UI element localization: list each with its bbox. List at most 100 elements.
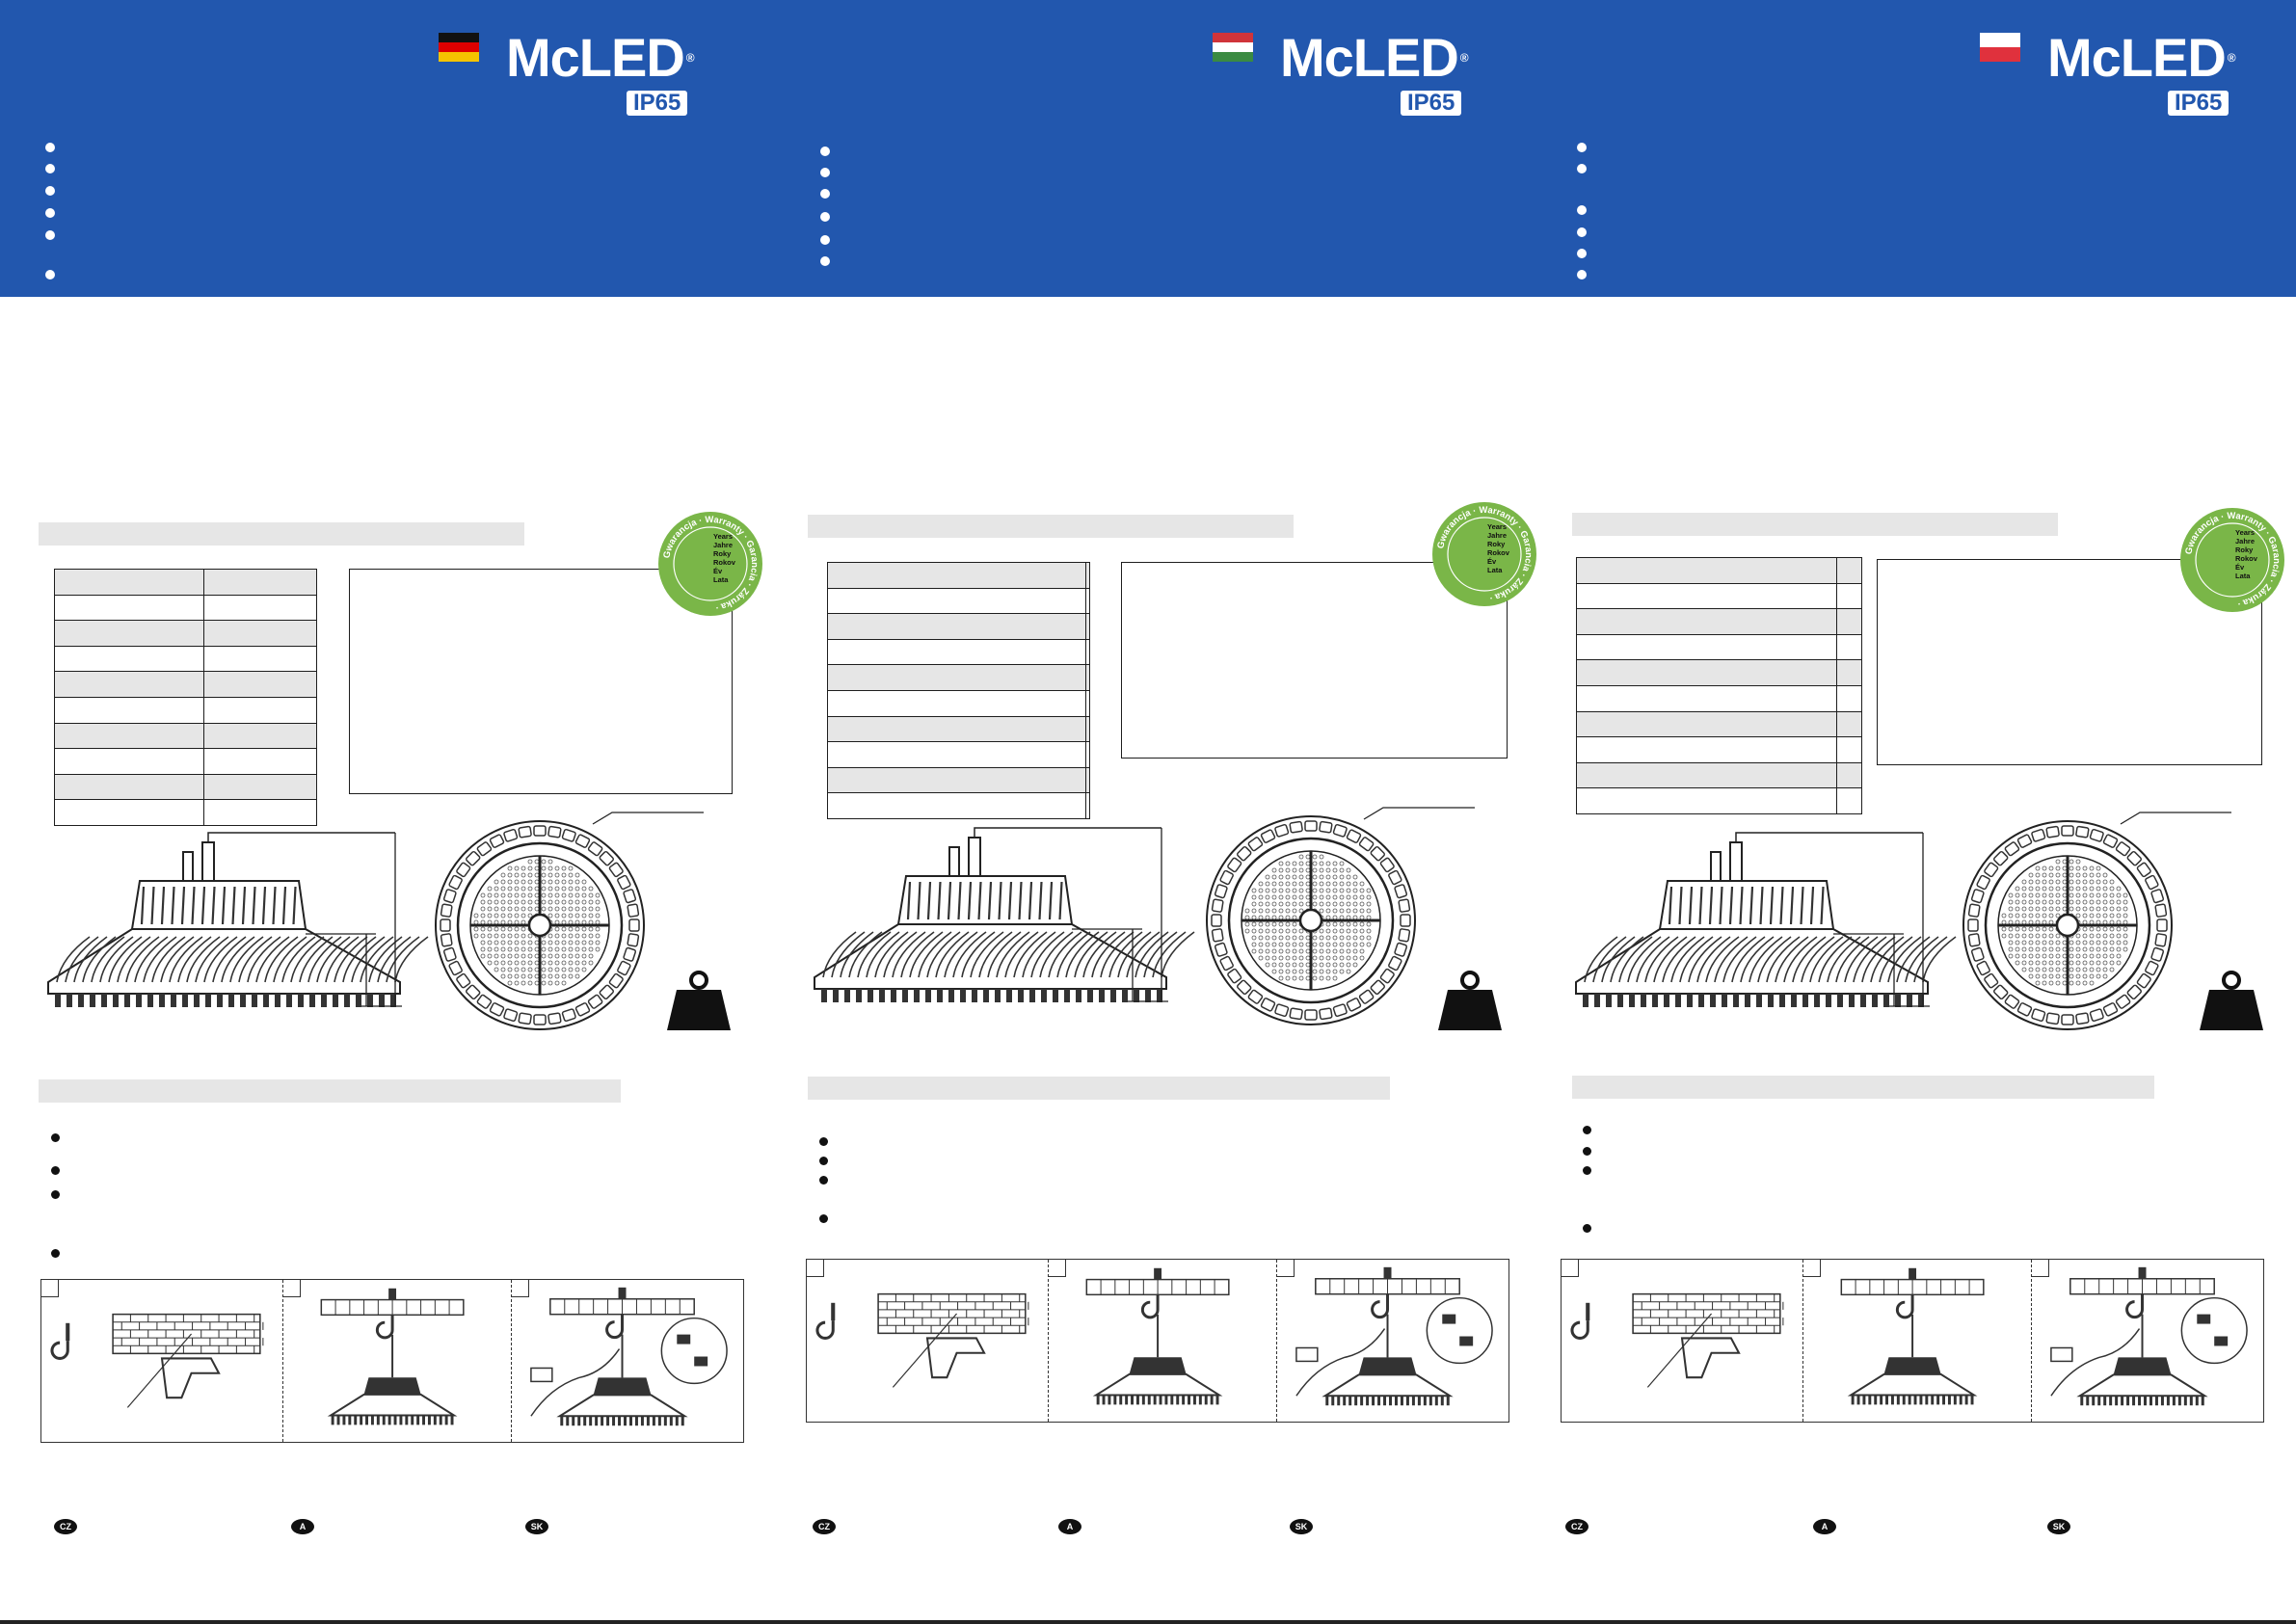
country-code-badge: A [1058, 1519, 1081, 1534]
step-number-box [1803, 1260, 1821, 1277]
spec-value-cell [203, 696, 317, 724]
spec-label-cell [1576, 710, 1837, 738]
country-code-badge: A [1813, 1519, 1836, 1534]
spec-row [54, 645, 317, 673]
spec-table [1576, 557, 1862, 814]
spec-value-cell [1085, 792, 1090, 819]
connector-icon [1295, 1346, 1319, 1363]
years-label: Roky [713, 549, 732, 558]
weight-icon [1438, 971, 1502, 1030]
weight-icon [667, 971, 731, 1030]
spec-row [827, 689, 1090, 717]
drill-icon [50, 1313, 264, 1408]
years-label: Jahre [1487, 531, 1507, 540]
warranty-seal: Gwarancja · Warranty · Garancia · Záruka… [1432, 502, 1536, 606]
spec-value-cell [1836, 608, 1862, 635]
spec-value-cell [1836, 633, 1862, 661]
spec-label-cell [54, 773, 204, 801]
spec-value-cell [1085, 715, 1090, 743]
spec-label-cell [1576, 659, 1837, 686]
spec-row [1576, 557, 1862, 584]
spec-value-cell [203, 671, 317, 698]
step-number-box [1562, 1260, 1579, 1277]
years-label: Év [713, 567, 723, 575]
install-step-1 [1562, 1260, 1802, 1422]
instruction-bullet [51, 1133, 60, 1142]
spec-table [54, 569, 317, 826]
years-label: Lata [2235, 572, 2251, 580]
spec-row [54, 620, 317, 647]
warranty-seal: Gwarancja · Warranty · Garancia · Záruka… [2180, 508, 2284, 612]
years-label: Rokov [2235, 554, 2258, 563]
spec-row [827, 613, 1090, 640]
spec-value-cell [203, 645, 317, 673]
country-code-badge: CZ [54, 1519, 77, 1534]
spec-label-cell [1576, 633, 1837, 661]
spec-label-cell [54, 748, 204, 775]
instruction-bullet [819, 1214, 828, 1223]
spec-row [54, 799, 317, 826]
spec-row [1576, 608, 1862, 635]
lamp-top-view-icon [435, 812, 704, 1030]
years-label: Rokov [1487, 548, 1510, 557]
spec-value-cell [1836, 582, 1862, 610]
years-label: Rokov [713, 558, 736, 567]
spec-row [827, 766, 1090, 794]
step-number-box [283, 1280, 301, 1297]
spec-value-cell [1836, 557, 1862, 584]
step-number-box [2032, 1260, 2049, 1277]
spec-label-cell [827, 792, 1086, 819]
spec-row [827, 664, 1090, 691]
lamp-top-view-icon [1206, 807, 1475, 1025]
spec-row [54, 569, 317, 596]
spec-label-cell [54, 594, 204, 622]
spec-value-cell [1836, 761, 1862, 789]
high-bay-lamp-icon [1840, 1267, 1985, 1405]
spec-row [1576, 659, 1862, 686]
spec-value-cell [1085, 664, 1090, 691]
step-number-box [512, 1280, 529, 1297]
spec-row [54, 594, 317, 622]
spec-row [827, 715, 1090, 743]
section-heading-bar [39, 522, 524, 546]
spec-value-cell [1085, 741, 1090, 768]
spec-value-cell [203, 773, 317, 801]
high-bay-lamp-icon [1575, 832, 1957, 1007]
install-step-3 [511, 1280, 742, 1442]
spec-label-cell [827, 562, 1086, 589]
spec-table [827, 562, 1090, 819]
spec-label-cell [1576, 582, 1837, 610]
instruction-bullet [819, 1137, 828, 1146]
high-bay-lamp-icon [2050, 1266, 2248, 1406]
instruction-bullet [51, 1190, 60, 1199]
years-label: Years [1487, 522, 1507, 531]
section-heading-bar [1572, 513, 2058, 536]
drill-icon [1570, 1292, 1784, 1388]
description-box [1877, 559, 2262, 765]
lamp-top-view-icon [1962, 812, 2231, 1030]
spec-row [1576, 633, 1862, 661]
high-bay-lamp-icon [814, 827, 1195, 1002]
spec-row [827, 792, 1090, 819]
instruction-bullet [51, 1166, 60, 1175]
spec-row [54, 696, 317, 724]
country-code-badge: CZ [1565, 1519, 1589, 1534]
install-step-2 [1048, 1260, 1276, 1422]
spec-label-cell [54, 799, 204, 826]
high-bay-lamp-icon [530, 1287, 728, 1426]
spec-label-cell [1576, 787, 1837, 814]
country-code-badge: SK [2047, 1519, 2070, 1534]
spec-label-cell [827, 638, 1086, 666]
spec-label-cell [1576, 684, 1837, 712]
years-label: Years [713, 532, 733, 541]
spec-row [1576, 787, 1862, 814]
instruction-bullet [1583, 1126, 1591, 1134]
connector-icon [2180, 1296, 2248, 1365]
spec-value-cell [203, 799, 317, 826]
spec-row [54, 748, 317, 775]
spec-value-cell [203, 594, 317, 622]
spec-row [827, 562, 1090, 589]
step-number-box [807, 1260, 824, 1277]
instruction-bullet [819, 1176, 828, 1185]
spec-value-cell [1085, 638, 1090, 666]
